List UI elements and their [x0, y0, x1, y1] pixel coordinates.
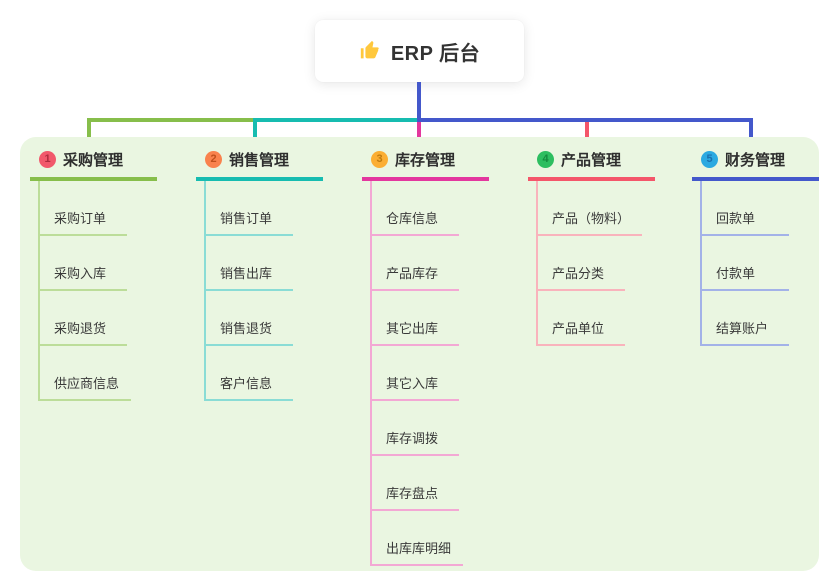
child-node[interactable]: 付款单	[700, 263, 789, 291]
bus-segment-green	[87, 118, 255, 122]
branch-spine-line	[38, 181, 40, 401]
branch-title: 库存管理	[395, 151, 456, 169]
branch-children: 销售订单 销售出库 销售退货 客户信息	[196, 181, 323, 401]
child-node[interactable]: 销售出库	[204, 263, 293, 291]
branch-product: 4 产品管理 产品（物料） 产品分类 产品单位	[528, 145, 655, 346]
branch-finance: 5 财务管理 回款单 付款单 结算账户	[692, 145, 819, 346]
branch-number-badge: 2	[205, 150, 222, 168]
branch-inventory: 3 库存管理 仓库信息 产品库存 其它出库 其它入库 库存调拨 库存盘点 出库库…	[362, 145, 489, 566]
branch-node-finance[interactable]: 5 财务管理	[692, 145, 819, 181]
child-node[interactable]: 产品库存	[370, 263, 459, 291]
child-node[interactable]: 回款单	[700, 208, 789, 236]
child-node[interactable]: 结算账户	[700, 318, 789, 346]
thumbs-up-icon	[360, 40, 379, 59]
branch-spine-line	[700, 181, 702, 346]
bus-segment-teal	[253, 118, 419, 122]
child-node[interactable]: 库存盘点	[370, 483, 459, 511]
root-connector-line	[417, 82, 421, 122]
branch-children: 产品（物料） 产品分类 产品单位	[528, 181, 655, 346]
child-node[interactable]: 采购入库	[38, 263, 127, 291]
branch-children: 回款单 付款单 结算账户	[692, 181, 819, 346]
child-node[interactable]: 出库库明细	[370, 538, 464, 566]
child-node[interactable]: 客户信息	[204, 373, 293, 401]
child-node[interactable]: 销售订单	[204, 208, 293, 236]
branch-children: 仓库信息 产品库存 其它出库 其它入库 库存调拨 库存盘点 出库库明细	[362, 181, 489, 566]
branch-children: 采购订单 采购入库 采购退货 供应商信息	[30, 181, 157, 401]
root-title: ERP 后台	[390, 42, 481, 65]
child-node[interactable]: 产品单位	[536, 318, 625, 346]
child-node[interactable]: 产品（物料）	[536, 208, 643, 236]
branch-title: 财务管理	[725, 151, 786, 169]
drop-line-purchase	[87, 118, 91, 152]
branch-number-badge: 1	[39, 150, 56, 168]
child-node[interactable]: 产品分类	[536, 263, 625, 291]
drop-line-finance	[749, 118, 753, 152]
branch-spine-line	[370, 181, 372, 566]
branches-panel	[20, 137, 819, 571]
branch-sales: 2 销售管理 销售订单 销售出库 销售退货 客户信息	[196, 145, 323, 401]
branch-title: 销售管理	[229, 151, 290, 169]
child-node[interactable]: 采购订单	[38, 208, 127, 236]
drop-line-sales	[253, 118, 257, 152]
child-node[interactable]: 仓库信息	[370, 208, 459, 236]
branch-number-badge: 3	[371, 150, 388, 168]
branch-spine-line	[204, 181, 206, 401]
child-node[interactable]: 采购退货	[38, 318, 127, 346]
branch-number-badge: 5	[701, 150, 718, 168]
branch-node-product[interactable]: 4 产品管理	[528, 145, 655, 181]
bus-segment-blue	[417, 118, 753, 122]
branch-spine-line	[536, 181, 538, 346]
branch-node-inventory[interactable]: 3 库存管理	[362, 145, 489, 181]
branch-node-purchase[interactable]: 1 采购管理	[30, 145, 157, 181]
child-node[interactable]: 其它入库	[370, 373, 459, 401]
child-node[interactable]: 销售退货	[204, 318, 293, 346]
child-node[interactable]: 库存调拨	[370, 428, 459, 456]
branch-title: 产品管理	[561, 151, 622, 169]
branch-title: 采购管理	[63, 151, 124, 169]
child-node[interactable]: 其它出库	[370, 318, 459, 346]
branch-purchase: 1 采购管理 采购订单 采购入库 采购退货 供应商信息	[30, 145, 157, 401]
child-node[interactable]: 供应商信息	[38, 373, 132, 401]
root-node[interactable]: ERP 后台	[315, 20, 524, 82]
branch-number-badge: 4	[537, 150, 554, 168]
branch-node-sales[interactable]: 2 销售管理	[196, 145, 323, 181]
